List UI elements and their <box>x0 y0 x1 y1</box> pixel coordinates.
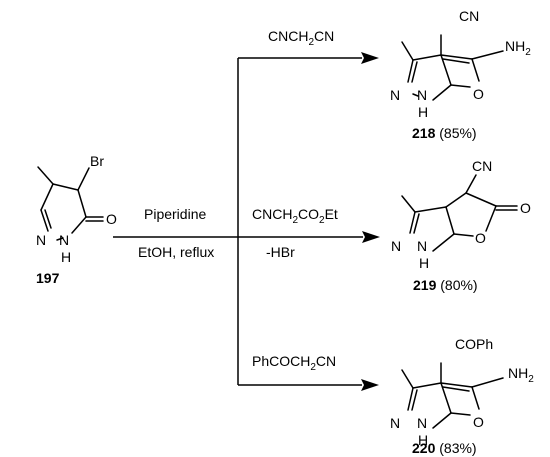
product-218-n1-label: N <box>390 87 400 103</box>
product-220-h-label: H <box>418 432 428 448</box>
product-220-coph-label: COPh <box>455 336 493 352</box>
branch-arrow-220 <box>238 379 379 391</box>
product-218-nh2-label: NH2 <box>505 38 531 58</box>
condition-solvent: EtOH, reflux <box>138 244 214 260</box>
product-219-cn-label: CN <box>472 158 492 174</box>
product-218-h-label: H <box>418 104 428 120</box>
product-220-n1-label: N <box>390 415 400 431</box>
product-219-n2-label: N <box>417 238 427 254</box>
product-219-o-label: O <box>475 230 486 246</box>
reagent-benzoylacetonitrile: PhCOCH2CN <box>252 353 336 373</box>
product-219-carbonyl-o-label: O <box>520 200 531 216</box>
product-220-caption: 220 (83%) <box>412 440 477 456</box>
product-220-nh2-label: NH2 <box>508 365 534 385</box>
product-218-o-label: O <box>473 86 484 102</box>
product-218-structure: CN NH2 N N H O <box>390 8 531 120</box>
reagent-ethyl-cyanoacetate: CNCH2CO2Et <box>252 206 338 226</box>
reactant-br-label: Br <box>90 153 104 169</box>
reactant-h-label: H <box>61 249 71 265</box>
reagent-minus-hbr: -HBr <box>266 244 295 260</box>
condition-piperidine: Piperidine <box>144 206 206 222</box>
branch-arrow-218 <box>238 52 379 64</box>
product-218-caption: 218 (85%) <box>412 125 477 141</box>
product-218-n2-label: N <box>417 87 427 103</box>
reactant-n2-label: N <box>59 232 69 248</box>
product-219-structure: CN O N N H O <box>391 158 531 271</box>
reactant-197-structure: Br N N H O <box>36 153 117 265</box>
main-reaction-arrow <box>113 231 380 243</box>
product-220-n2-label: N <box>417 415 427 431</box>
product-218-cn-label: CN <box>459 8 479 24</box>
reactant-number: 197 <box>36 270 60 286</box>
reagent-malononitrile: CNCH2CN <box>268 28 334 48</box>
product-219-n1-label: N <box>391 238 401 254</box>
reactant-n1-label: N <box>36 232 46 248</box>
product-219-caption: 219 (80%) <box>413 277 478 293</box>
product-220-structure: COPh NH2 N N H O <box>390 336 534 448</box>
reactant-o-label: O <box>106 211 117 227</box>
product-219-h-label: H <box>419 255 429 271</box>
product-220-o-label: O <box>473 414 484 430</box>
